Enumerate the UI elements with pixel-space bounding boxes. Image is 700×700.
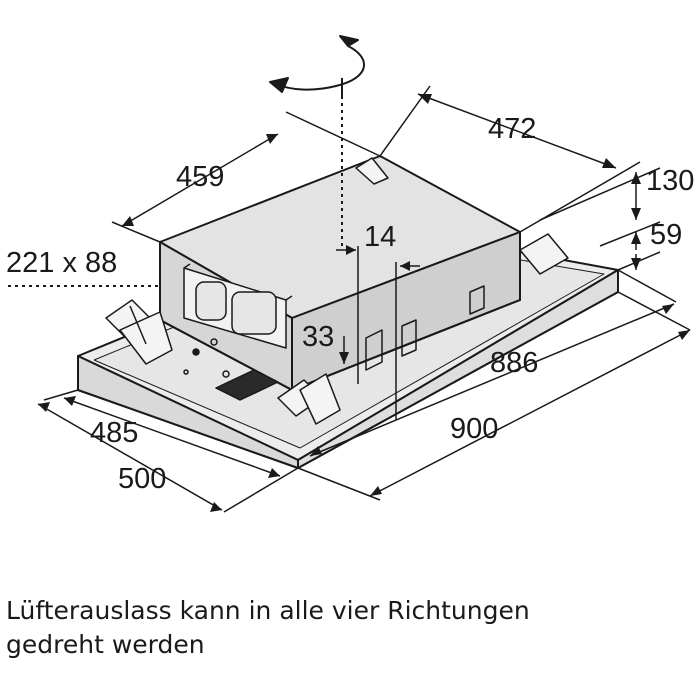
dim-459-label: 459 — [176, 161, 224, 193]
dim-130-label: 130 — [646, 165, 694, 197]
dim-886-label: 886 — [490, 347, 538, 379]
dim-14-label: 14 — [364, 221, 396, 253]
air-outlet — [183, 263, 293, 349]
dim-472-label: 472 — [488, 113, 536, 145]
rotation-arrow-icon — [269, 35, 365, 96]
dim-33-label: 33 — [302, 321, 334, 353]
caption: Lüfterauslass kann in alle vier Richtung… — [6, 594, 696, 662]
control-plate — [183, 338, 279, 401]
dim-500-label: 500 — [118, 463, 166, 495]
dim-221x88-label: 221 x 88 — [6, 247, 117, 279]
dim-59-label: 59 — [650, 219, 682, 251]
technical-drawing: 472 130 59 459 14 221 x 88 33 886 900 48… — [6, 35, 694, 513]
caption-line-2: gedreht werden — [6, 630, 205, 659]
side-cutouts — [365, 285, 485, 371]
caption-line-1: Lüfterauslass kann in alle vier Richtung… — [6, 596, 530, 625]
dim-900-label: 900 — [450, 413, 498, 445]
dimension-arrowheads — [38, 94, 690, 512]
dim-485-label: 485 — [90, 417, 138, 449]
mounting-bracket-right — [277, 373, 341, 425]
mounting-bracket-left — [105, 299, 173, 365]
mounting-bracket-back — [355, 157, 569, 275]
dimension-lines — [37, 85, 691, 513]
